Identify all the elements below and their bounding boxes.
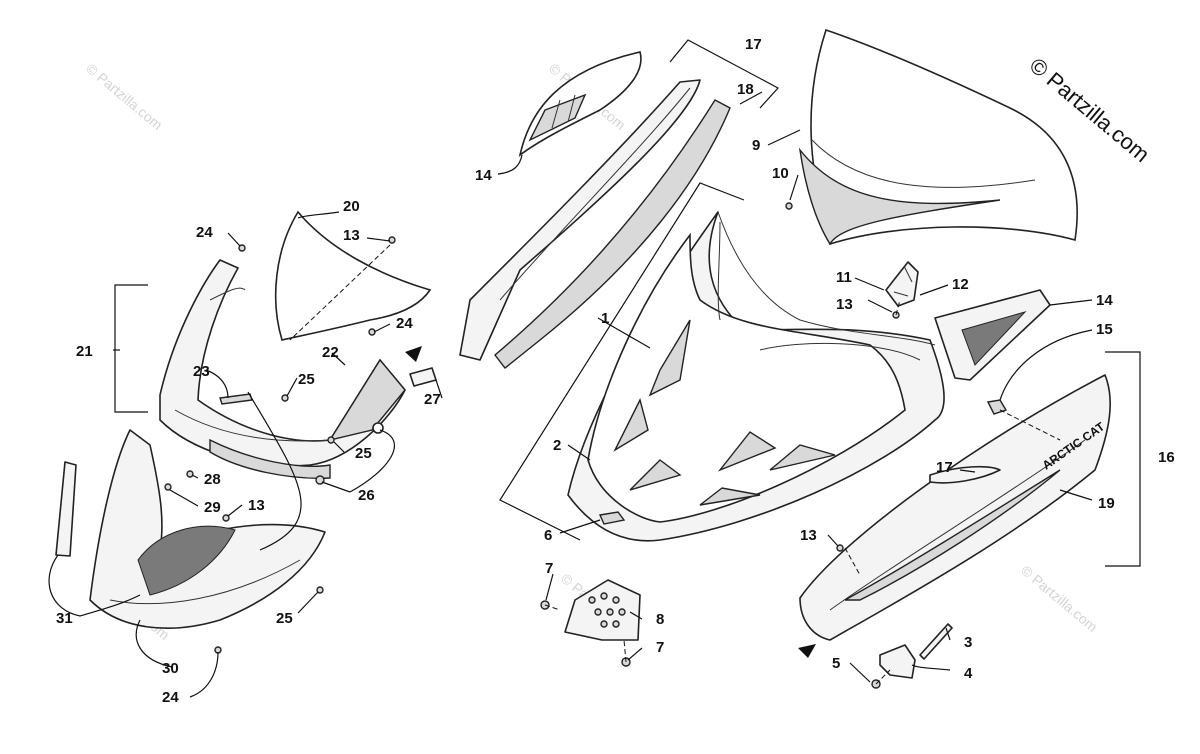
callout-18: 18 (737, 81, 754, 98)
trim-17-right[interactable] (929, 465, 1001, 484)
callout-24-mid: 24 (396, 315, 413, 332)
callout-9: 9 (752, 137, 760, 154)
callout-29: 29 (204, 499, 221, 516)
callout-22: 22 (322, 344, 339, 361)
callout-1: 1 (601, 310, 609, 327)
foam-strip-18[interactable] (494, 99, 731, 369)
rivet-25-low[interactable] (316, 586, 324, 594)
callout-14-top: 14 (475, 167, 492, 184)
callout-21: 21 (76, 343, 93, 360)
rivet-25-top[interactable] (281, 394, 289, 402)
callout-8: 8 (656, 611, 664, 628)
fastener-10[interactable] (785, 202, 793, 210)
callout-2: 2 (553, 437, 561, 454)
callout-25-mid: 25 (355, 445, 372, 462)
bolt-3[interactable] (919, 623, 953, 660)
mount-plate[interactable] (564, 579, 641, 641)
callout-10: 10 (772, 165, 789, 182)
callout-30: 30 (162, 660, 179, 677)
callout-15: 15 (1096, 321, 1113, 338)
bracket-21 (114, 284, 148, 413)
callout-31: 31 (56, 610, 73, 627)
callout-11: 11 (836, 269, 852, 286)
bracket-23[interactable] (219, 393, 253, 405)
screw-13-right[interactable] (836, 544, 844, 552)
callout-27: 27 (424, 391, 441, 408)
callout-13-left: 13 (248, 497, 265, 514)
tab-6[interactable] (598, 511, 626, 525)
windshield[interactable] (798, 28, 1078, 246)
cover-20[interactable] (274, 210, 432, 341)
callout-20: 20 (343, 198, 360, 215)
callout-17-top: 17 (745, 36, 762, 53)
trim-31[interactable] (55, 461, 77, 557)
leader-lines (48, 91, 1093, 698)
arrow-right (798, 644, 816, 658)
callout-17-right: 17 (936, 459, 953, 476)
bracket-11-12[interactable] (885, 261, 919, 307)
fastener-27[interactable] (409, 367, 437, 387)
screw-28[interactable] (186, 470, 194, 478)
vent-14-right[interactable] (934, 289, 1051, 381)
nose-lower-30[interactable] (89, 429, 326, 629)
callout-14-right: 14 (1096, 292, 1113, 309)
callout-13-mid: 13 (836, 296, 853, 313)
nose-upper-21[interactable] (159, 259, 406, 479)
callout-12: 12 (952, 276, 969, 293)
screw-13-top[interactable] (388, 236, 396, 244)
callout-16: 16 (1158, 449, 1175, 466)
callout-25-top: 25 (298, 371, 315, 388)
watermark-1: © Partzilla.com (83, 60, 166, 133)
bracket-16 (1105, 351, 1141, 567)
callout-labels: 1 2 3 4 5 6 7 7 8 9 10 11 12 13 13 13 13… (56, 36, 1175, 706)
alignment-lines (289, 244, 1061, 685)
callout-3: 3 (964, 634, 972, 651)
callout-26: 26 (358, 487, 375, 504)
vent-14-top[interactable] (518, 51, 642, 157)
callout-5: 5 (832, 655, 840, 672)
hood[interactable] (567, 211, 945, 542)
callout-24-low: 24 (162, 689, 179, 706)
arrow-left (405, 346, 422, 362)
rivet-25-mid[interactable] (327, 436, 335, 444)
callout-6: 6 (544, 527, 552, 544)
callout-7a: 7 (545, 560, 553, 577)
callout-28: 28 (204, 471, 221, 488)
washer-26b[interactable] (372, 422, 384, 434)
clip-4[interactable] (879, 644, 916, 679)
callout-7b: 7 (656, 639, 664, 656)
callout-13-top: 13 (343, 227, 360, 244)
callout-25-low: 25 (276, 610, 293, 627)
callout-23: 23 (193, 363, 210, 380)
side-panel[interactable]: ARCTIC CAT (799, 374, 1111, 641)
callout-13-right: 13 (800, 527, 817, 544)
callout-19: 19 (1098, 495, 1115, 512)
screw-13-left[interactable] (222, 514, 230, 522)
side-trim-17[interactable] (459, 79, 701, 361)
washer-29[interactable] (164, 483, 172, 491)
callout-24-top: 24 (196, 224, 213, 241)
screw-24-top[interactable] (238, 244, 246, 252)
bracket-17 (669, 39, 779, 109)
watermark-5: © Partzilla.com (1018, 562, 1101, 635)
callout-4: 4 (964, 665, 973, 682)
bracket-1 (499, 182, 745, 541)
